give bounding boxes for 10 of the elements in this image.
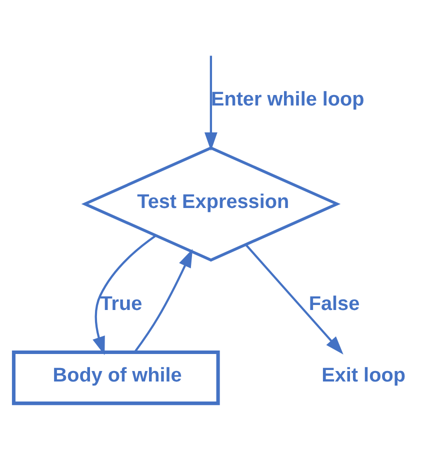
arrow bbox=[134, 248, 193, 352]
edge-label: False bbox=[308, 292, 360, 314]
arrow bbox=[244, 243, 344, 354]
node-diamond: Test Expression bbox=[81, 146, 341, 262]
node-box: Body of while bbox=[12, 350, 220, 405]
edge-label: True bbox=[100, 292, 142, 314]
arrow bbox=[204, 55, 218, 150]
node-text: Exit loop bbox=[322, 364, 406, 386]
edge-label: Enter while loop bbox=[210, 88, 364, 110]
arrow bbox=[92, 234, 156, 355]
